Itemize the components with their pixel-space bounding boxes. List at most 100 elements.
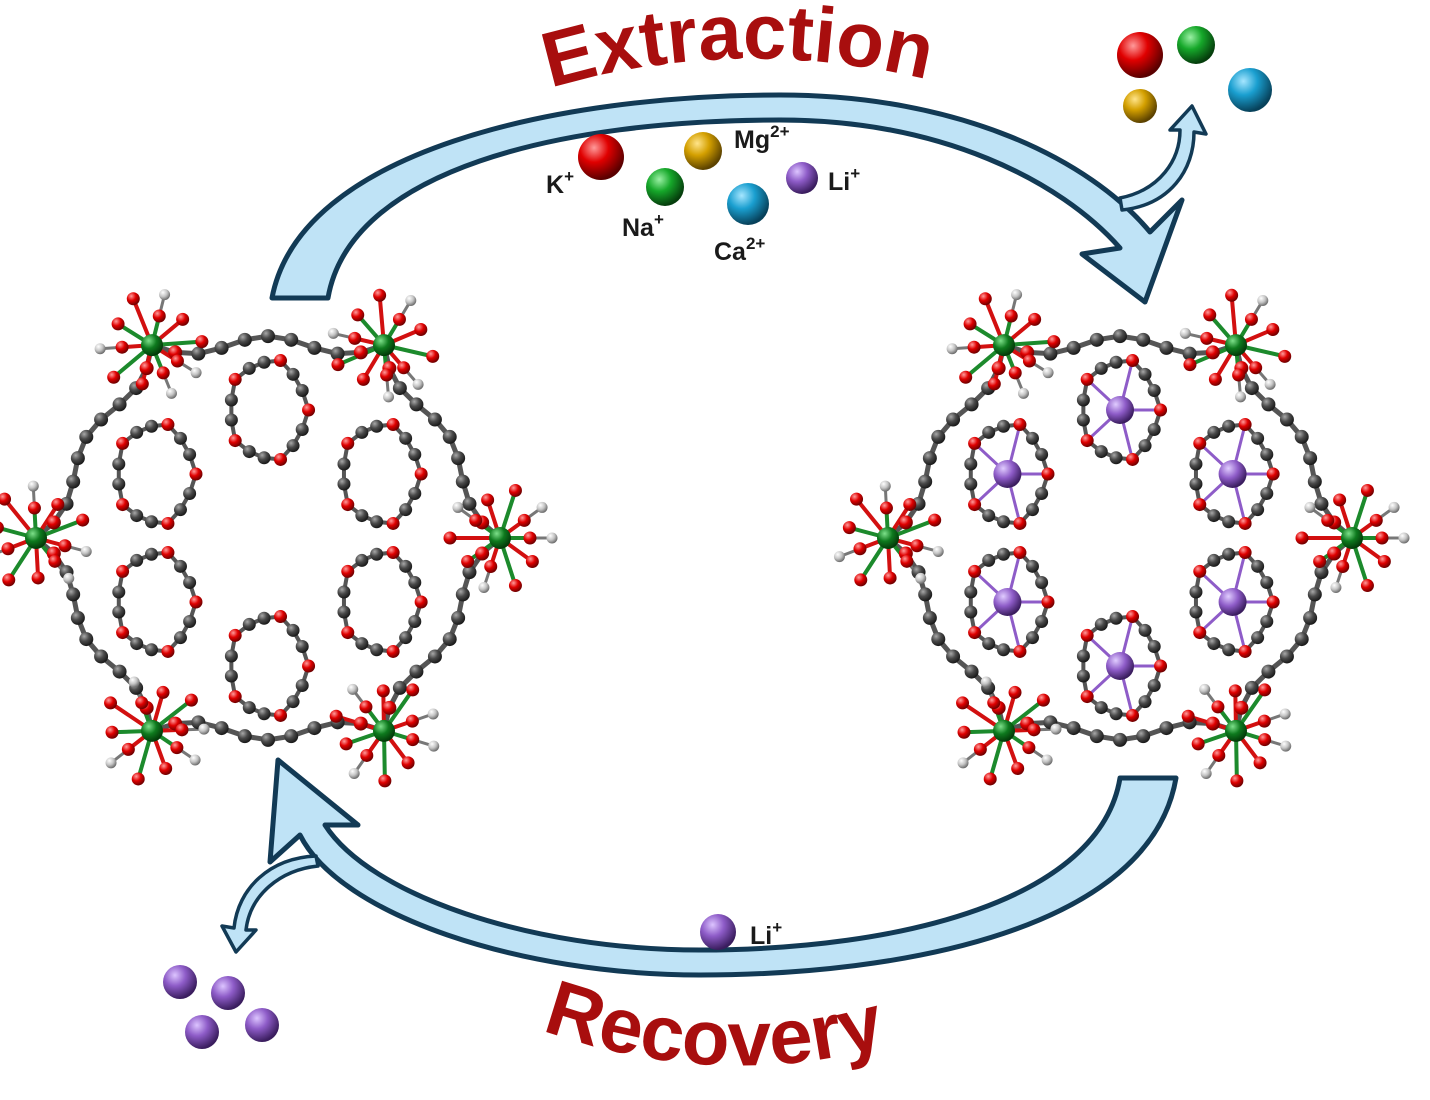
carbon-atom (257, 355, 271, 369)
carbon-atom (337, 585, 351, 599)
metal-node-atom (373, 719, 395, 742)
oxygen-atom (228, 434, 242, 448)
oxygen-atom (1008, 685, 1022, 699)
carbon-atom (1189, 605, 1203, 619)
carbon-atom (173, 503, 187, 517)
hydrogen-atom (63, 572, 75, 584)
carbon-atom (1025, 631, 1039, 645)
carbon-atom (1159, 721, 1174, 736)
carbon-atom (964, 457, 978, 471)
oxygen-atom (1080, 372, 1094, 386)
lithium-ion-label: Li+ (828, 164, 860, 196)
carbon-atom (997, 515, 1011, 529)
oxygen-atom (1013, 418, 1027, 432)
oxygen-atom (508, 579, 522, 593)
oxygen-atom (1200, 331, 1214, 345)
oxygen-atom (1238, 516, 1252, 530)
oxygen-atom (1193, 564, 1207, 578)
carbon-atom (183, 487, 197, 501)
hydrogen-atom (1388, 501, 1400, 513)
potassium-ion-sphere (578, 134, 624, 180)
carbon-atom (1025, 431, 1039, 445)
carbon-atom (1109, 355, 1123, 369)
carbon-atom (355, 425, 369, 439)
oxygen-atom (956, 696, 970, 710)
oxygen-atom (360, 748, 374, 762)
oxygen-atom (1191, 737, 1205, 751)
carbon-atom (922, 451, 937, 466)
oxygen-atom (475, 546, 490, 561)
carbon-atom (1094, 361, 1108, 375)
carbon-atom (79, 429, 94, 444)
oxygen-atom (386, 644, 400, 658)
carbon-atom (257, 707, 271, 721)
hydrogen-atom (128, 676, 140, 688)
oxygen-atom (0, 492, 12, 506)
carbon-atom (399, 431, 413, 445)
carbon-atom (1147, 639, 1161, 653)
carbon-atom (1035, 487, 1049, 501)
carbon-atom (370, 643, 384, 657)
oxygen-atom (405, 714, 419, 728)
carbon-atom (261, 732, 275, 747)
carbon-atom (330, 346, 345, 361)
oxygen-atom (968, 626, 982, 640)
hydrogen-atom (383, 391, 395, 403)
released-lithium-sphere (245, 1008, 279, 1042)
lithium-ion-label: Li+ (750, 918, 782, 950)
carbon-atom (1189, 477, 1203, 491)
released-lithium-sphere (185, 1015, 219, 1049)
carbon-atom (94, 412, 109, 427)
atom-network (833, 288, 1410, 788)
carbon-atom (1066, 721, 1081, 736)
oxygen-atom (1266, 322, 1280, 336)
hydrogen-atom (1042, 367, 1054, 379)
carbon-atom (112, 477, 126, 491)
carbon-atom (307, 721, 322, 736)
carbon-atom (1147, 423, 1161, 437)
carbon-atom (1094, 445, 1108, 459)
oxygen-atom (397, 361, 411, 375)
carbon-atom (408, 447, 422, 461)
carbon-atom (1035, 575, 1049, 589)
hydrogen-atom (80, 545, 92, 557)
hydrogen-atom (833, 551, 845, 563)
carbon-atom (1113, 732, 1127, 747)
carbon-atom (130, 509, 144, 523)
carbon-atom (392, 680, 407, 695)
oxygen-atom (161, 644, 175, 658)
carbon-atom (284, 729, 299, 744)
carbon-atom (1182, 346, 1197, 361)
carbon-atom (1207, 425, 1221, 439)
hydrogen-atom (165, 387, 177, 399)
oxygen-atom (189, 467, 203, 481)
carbon-atom (295, 679, 309, 693)
carbon-atom (964, 397, 979, 412)
carbon-atom (1066, 340, 1081, 355)
oxygen-atom (107, 370, 121, 384)
oxygen-atom (48, 554, 62, 568)
carbon-atom (1147, 679, 1161, 693)
carbon-atom (307, 340, 322, 355)
oxygen-atom (392, 312, 406, 326)
oxygen-atom (1377, 555, 1391, 569)
hydrogen-atom (1280, 740, 1292, 752)
carbon-atom (183, 575, 197, 589)
carbon-atom (130, 553, 144, 567)
oxygen-atom (1258, 683, 1272, 697)
carbon-atom (145, 515, 159, 529)
oxygen-atom (1234, 700, 1249, 715)
carbon-atom (370, 547, 384, 561)
carbon-atom (982, 637, 996, 651)
carbon-atom (1303, 451, 1318, 466)
metal-node-atom (141, 719, 163, 742)
hydrogen-atom (1011, 289, 1023, 301)
oxygen-atom (152, 309, 166, 323)
hydrogen-atom (879, 480, 891, 492)
carbon-atom (1109, 451, 1123, 465)
oxygen-atom (1126, 610, 1140, 624)
oxygen-atom (414, 322, 428, 336)
atom-network (0, 288, 558, 788)
carbon-atom (224, 669, 238, 683)
carbon-atom (1207, 637, 1221, 651)
